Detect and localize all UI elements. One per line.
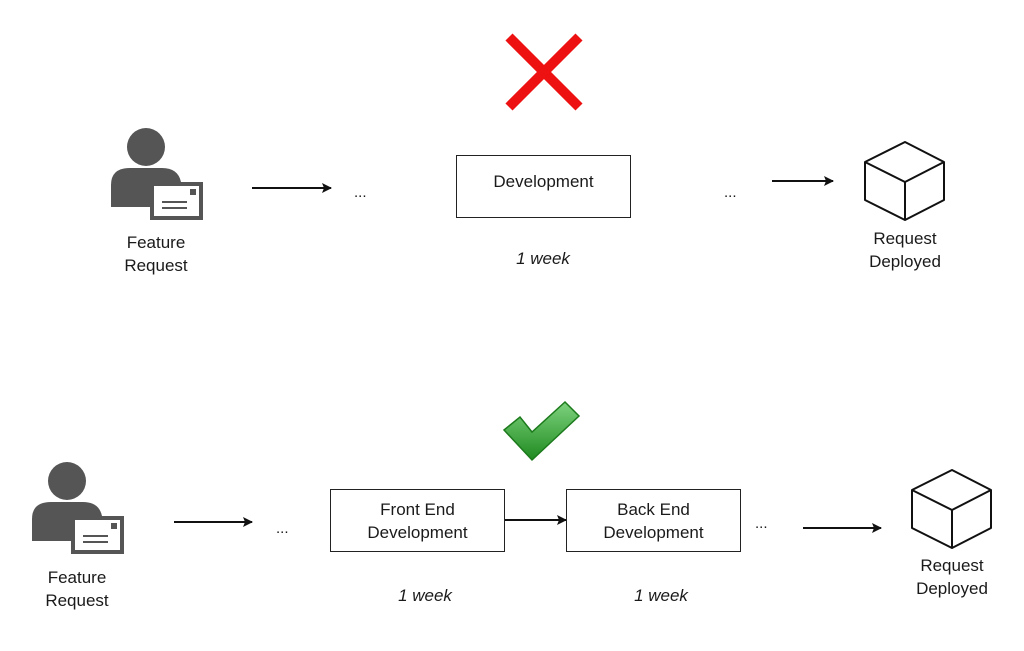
stage-development: Development: [456, 155, 631, 218]
ellipsis-right: ...: [724, 184, 737, 201]
ellipsis-left: ...: [276, 520, 289, 537]
red-cross-icon: [505, 33, 583, 111]
stage-front-end-development: Front End Development: [330, 489, 505, 552]
requester-label: Feature Request: [124, 233, 188, 275]
result-label: Request Deployed: [916, 556, 988, 598]
user-envelope-icon: [111, 128, 203, 220]
stage-2-duration: 1 week: [634, 586, 688, 605]
ellipsis-left: ...: [354, 184, 367, 201]
stage-back-end-development: Back End Development: [566, 489, 741, 552]
cube-icon: [864, 141, 945, 221]
green-checkmark-icon: [502, 400, 581, 462]
cube-icon: [911, 469, 992, 549]
stage-duration: 1 week: [516, 249, 570, 268]
result-label: Request Deployed: [869, 229, 941, 271]
ellipsis-right: ...: [755, 515, 768, 532]
stage-1-duration: 1 week: [398, 586, 452, 605]
requester-label: Feature Request: [45, 568, 109, 610]
user-envelope-icon: [32, 462, 124, 554]
